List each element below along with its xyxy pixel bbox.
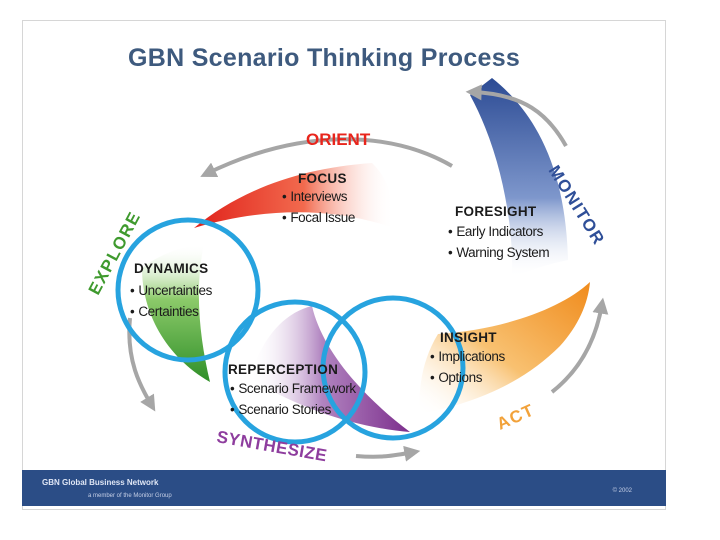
dynamics-item: Certainties bbox=[130, 301, 212, 322]
phase-label-act: ACT bbox=[494, 400, 538, 433]
act-arrow bbox=[550, 297, 609, 394]
insight-item: Options bbox=[430, 367, 505, 388]
reperception-title: REPERCEPTION bbox=[228, 362, 339, 377]
foresight-item: Warning System bbox=[448, 242, 549, 263]
reperception-item: Scenario Framework bbox=[230, 378, 356, 399]
footer-org-name: GBN Global Business Network bbox=[42, 478, 159, 487]
synthesize-arrow bbox=[355, 445, 421, 462]
dynamics-item: Uncertainties bbox=[130, 280, 212, 301]
diagram-title: GBN Scenario Thinking Process bbox=[128, 44, 521, 72]
phase-label-orient: ORIENT bbox=[306, 130, 371, 149]
foresight-item: Early Indicators bbox=[448, 221, 549, 242]
foresight-title: FORESIGHT bbox=[455, 204, 537, 219]
foresight-list: Early Indicators Warning System bbox=[448, 221, 549, 263]
reperception-list: Scenario Framework Scenario Stories bbox=[230, 378, 356, 420]
phase-label-synthesize: SYNTHESIZE bbox=[215, 427, 328, 465]
orient-arrow bbox=[200, 137, 454, 177]
focus-list: Interviews Focal Issue bbox=[282, 186, 355, 228]
highlight-circle-dynamics bbox=[115, 217, 261, 363]
dynamics-list: Uncertainties Certainties bbox=[130, 280, 212, 322]
footer-bar: GBN Global Business Network a member of … bbox=[22, 470, 666, 506]
focus-title: FOCUS bbox=[298, 171, 347, 186]
monitor-arrow bbox=[465, 84, 568, 147]
reperception-item: Scenario Stories bbox=[230, 399, 356, 420]
focus-item: Focal Issue bbox=[282, 207, 355, 228]
highlight-circle-reperception bbox=[222, 299, 368, 445]
footer-copyright: © 2002 bbox=[612, 488, 632, 494]
footer-tagline: a member of the Monitor Group bbox=[88, 493, 172, 499]
dynamics-title: DYNAMICS bbox=[134, 261, 209, 276]
slide-frame bbox=[22, 20, 666, 510]
focus-item: Interviews bbox=[282, 186, 355, 207]
insight-title: INSIGHT bbox=[440, 330, 497, 345]
synthesize-wedge bbox=[250, 306, 410, 432]
insight-list: Implications Options bbox=[430, 346, 505, 388]
insight-item: Implications bbox=[430, 346, 505, 367]
